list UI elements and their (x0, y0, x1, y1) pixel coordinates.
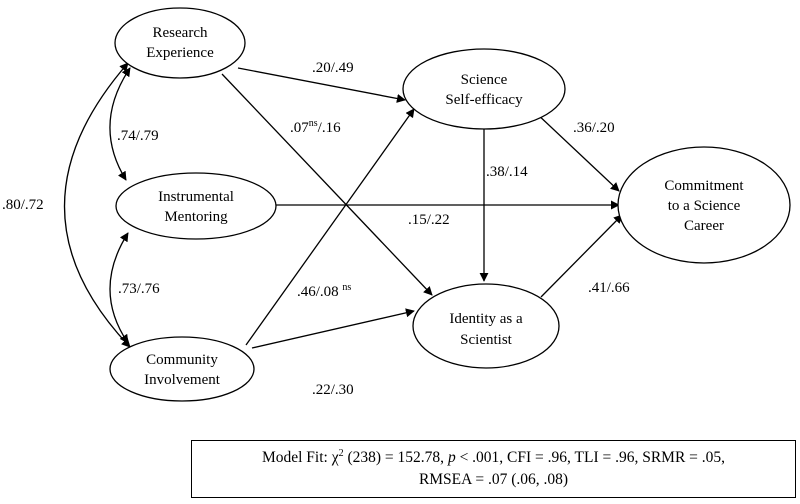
correlation-label-research-community: .80/.72 (2, 197, 44, 213)
node-label: Science (461, 72, 508, 88)
path-label-community-efficacy: .46/.08 ns (297, 282, 351, 300)
path-label-community-identity: .22/.30 (312, 382, 354, 398)
model-fit-line-2: RMSEA = .07 (.06, .08) (418, 471, 569, 488)
node-label: Research (153, 25, 208, 41)
arrow-community-identity (251, 308, 415, 349)
node-label: Self-efficacy (445, 92, 523, 108)
node-label: Scientist (460, 332, 512, 348)
model-fit-box: Model Fit: χ2 (238) = 152.78, p < .001, … (191, 440, 796, 498)
node-community-involvement (109, 336, 255, 402)
node-label: Community (146, 352, 218, 368)
arrow-community-efficacy (245, 108, 415, 346)
arrow-efficacy-commitment (534, 111, 620, 192)
path-labels: .20/.49 .07ns/.16 .15/.22 .46/.08 ns .22… (2, 60, 630, 398)
path-label-research-efficacy: .20/.49 (312, 60, 354, 76)
path-label-identity-commitment: .41/.66 (588, 280, 630, 296)
arrow-research-efficacy (237, 67, 406, 103)
node-label: to a Science (668, 198, 741, 214)
node-label: Commitment (664, 178, 744, 194)
node-science-self-efficacy (402, 48, 566, 130)
node-research-experience (114, 7, 246, 79)
arrow-identity-commitment (540, 214, 623, 298)
node-label: Involvement (144, 372, 221, 388)
path-label-efficacy-identity: .38/.14 (486, 164, 528, 180)
path-label-efficacy-commitment: .36/.20 (573, 120, 615, 136)
node-instrumental-mentoring (115, 172, 277, 240)
model-fit-line-1: Model Fit: χ2 (238) = 152.78, p < .001, … (261, 447, 726, 466)
node-label: Mentoring (164, 209, 228, 225)
node-label: Instrumental (158, 189, 234, 205)
arrows (63, 62, 623, 349)
correlation-research-community (63, 62, 131, 348)
node-identity-scientist (412, 283, 560, 369)
correlation-label-research-mentoring: .74/.79 (117, 128, 159, 144)
correlation-research-mentoring (109, 67, 131, 181)
path-label-mentoring-commitment: .15/.22 (408, 212, 450, 228)
node-label: Identity as a (449, 311, 523, 327)
node-label: Career (684, 218, 724, 234)
node-labels: Research Experience Instrumental Mentori… (144, 25, 744, 388)
nodes (109, 7, 791, 402)
path-label-research-identity: .07ns/.16 (290, 118, 341, 136)
node-commitment-career (617, 146, 791, 264)
node-label: Experience (146, 45, 214, 61)
arrow-research-identity (221, 73, 433, 296)
correlation-label-mentoring-community: .73/.76 (118, 281, 160, 297)
